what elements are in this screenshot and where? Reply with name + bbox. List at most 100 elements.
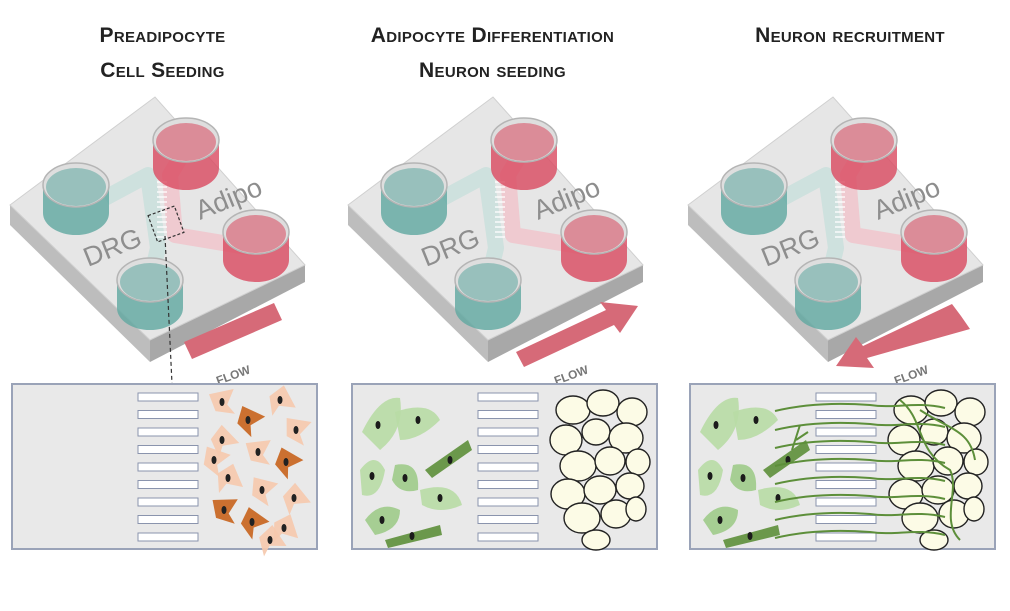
flow-arrow bbox=[184, 303, 282, 359]
chip-side-left bbox=[688, 205, 828, 362]
preadipocyte bbox=[282, 482, 311, 515]
cell-nucleus bbox=[255, 448, 261, 456]
channel-slot bbox=[137, 497, 199, 507]
adipocyte bbox=[616, 397, 648, 427]
preadipocyte-cluster bbox=[203, 385, 312, 557]
preadipocyte bbox=[240, 507, 270, 540]
channel-slot bbox=[137, 427, 199, 437]
cell-nucleus bbox=[225, 474, 231, 482]
channel-slot bbox=[477, 445, 539, 454]
cell-nucleus bbox=[415, 416, 421, 424]
cell-nucleus bbox=[713, 421, 719, 429]
adipocyte bbox=[625, 448, 651, 476]
cell-nucleus bbox=[740, 474, 746, 482]
adipocyte bbox=[563, 502, 601, 534]
axon bbox=[774, 511, 946, 521]
drg-well-bottom bbox=[454, 257, 522, 330]
axon-branch bbox=[919, 409, 976, 461]
adipocyte bbox=[581, 529, 611, 551]
cell-nucleus bbox=[409, 532, 415, 540]
preadipocyte bbox=[259, 525, 287, 557]
cell-nucleus bbox=[753, 416, 759, 424]
axon-network bbox=[774, 399, 976, 541]
axon bbox=[774, 529, 946, 539]
channel-slot bbox=[137, 445, 199, 454]
panel-3-title: Neuron recruitment bbox=[700, 18, 1000, 53]
cell-nucleus bbox=[259, 486, 265, 494]
cell-nucleus bbox=[369, 472, 375, 480]
adipocyte bbox=[586, 389, 620, 417]
adipo-well-right bbox=[560, 209, 628, 282]
channel-slot bbox=[477, 410, 539, 419]
adipocyte bbox=[963, 496, 985, 522]
channel-slot bbox=[815, 462, 877, 472]
adipocyte bbox=[924, 389, 958, 417]
panel-2-title: Adipocyte Differentiation Neuron seeding bbox=[300, 18, 685, 88]
preadipocyte bbox=[286, 418, 312, 446]
cell-nucleus bbox=[402, 474, 408, 482]
panel-2-title-line1: Adipocyte Differentiation bbox=[370, 24, 615, 47]
preadipocyte bbox=[203, 446, 231, 477]
channel-slot bbox=[477, 515, 539, 524]
channel-slot bbox=[815, 515, 877, 524]
adipocyte bbox=[559, 450, 597, 482]
channel-slot bbox=[477, 392, 539, 402]
chip-side-left bbox=[10, 205, 150, 362]
adipocyte bbox=[615, 472, 645, 500]
channel-slot bbox=[477, 480, 539, 489]
channel-slot bbox=[815, 427, 877, 437]
preadipocyte bbox=[275, 447, 304, 480]
channel-slot bbox=[137, 515, 199, 524]
cell-nucleus bbox=[221, 506, 227, 514]
axon-branch bbox=[899, 399, 961, 541]
cell-nucleus bbox=[375, 421, 381, 429]
adipocyte bbox=[555, 395, 591, 425]
cell-nucleus bbox=[379, 516, 385, 524]
zoom-line bbox=[164, 235, 173, 385]
cell-nucleus bbox=[717, 516, 723, 524]
chip-side-right bbox=[828, 265, 983, 362]
panel-1-title-line1: Preadipocyte bbox=[99, 24, 226, 47]
cell-nucleus bbox=[293, 426, 299, 434]
channel-slot bbox=[477, 462, 539, 472]
neuron-cluster-3 bbox=[698, 397, 810, 548]
cell-nucleus bbox=[707, 472, 713, 480]
chip-side-right bbox=[150, 265, 305, 362]
cell-nucleus bbox=[437, 494, 443, 502]
adipocyte-cluster-2 bbox=[549, 389, 651, 551]
panel-1-title: Preadipocyte Cell Seeding bbox=[35, 18, 290, 88]
adipocyte bbox=[581, 418, 611, 446]
cell-nucleus bbox=[277, 396, 283, 404]
channel-slot bbox=[137, 410, 199, 419]
drg-well-bottom bbox=[794, 257, 862, 330]
cell-nucleus bbox=[267, 536, 273, 544]
cell-nucleus bbox=[211, 456, 217, 464]
channel-slot bbox=[137, 532, 199, 542]
cell-nucleus bbox=[447, 456, 453, 464]
panel-3-title-line1: Neuron recruitment bbox=[755, 24, 945, 47]
adipocyte-cluster-3 bbox=[887, 389, 989, 551]
adipocyte bbox=[954, 397, 986, 427]
channel-slot bbox=[477, 427, 539, 437]
cell-nucleus bbox=[219, 398, 225, 406]
chip-side-left bbox=[348, 205, 488, 362]
adipocyte bbox=[893, 395, 929, 425]
channel-slot bbox=[477, 532, 539, 542]
axon bbox=[774, 439, 946, 449]
adipo-well-top bbox=[830, 117, 898, 190]
channel-slot bbox=[137, 480, 199, 489]
drg-well-bottom bbox=[116, 257, 184, 330]
cell-nucleus bbox=[249, 518, 255, 526]
panel-1-title-line2: Cell Seeding bbox=[100, 59, 225, 82]
channel-slot bbox=[137, 462, 199, 472]
channel-slot bbox=[815, 532, 877, 542]
preadipocyte bbox=[269, 385, 296, 416]
neurite bbox=[791, 424, 809, 451]
adipocyte bbox=[901, 502, 939, 534]
flow-arrow bbox=[836, 304, 970, 368]
channel-slot bbox=[477, 497, 539, 507]
neuron-soma bbox=[700, 397, 739, 450]
